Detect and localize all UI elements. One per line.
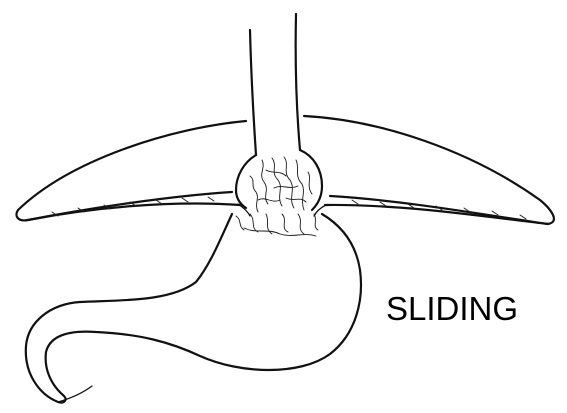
stomach — [26, 214, 361, 403]
diaphragm-right — [304, 116, 554, 224]
hernia-type-label: SLIDING — [386, 289, 518, 329]
stomach-folds — [236, 214, 318, 236]
esophagus — [250, 14, 300, 155]
gastric-folds — [250, 157, 312, 212]
diaphragm-left — [16, 121, 250, 220]
herniated-pouch — [236, 150, 322, 212]
